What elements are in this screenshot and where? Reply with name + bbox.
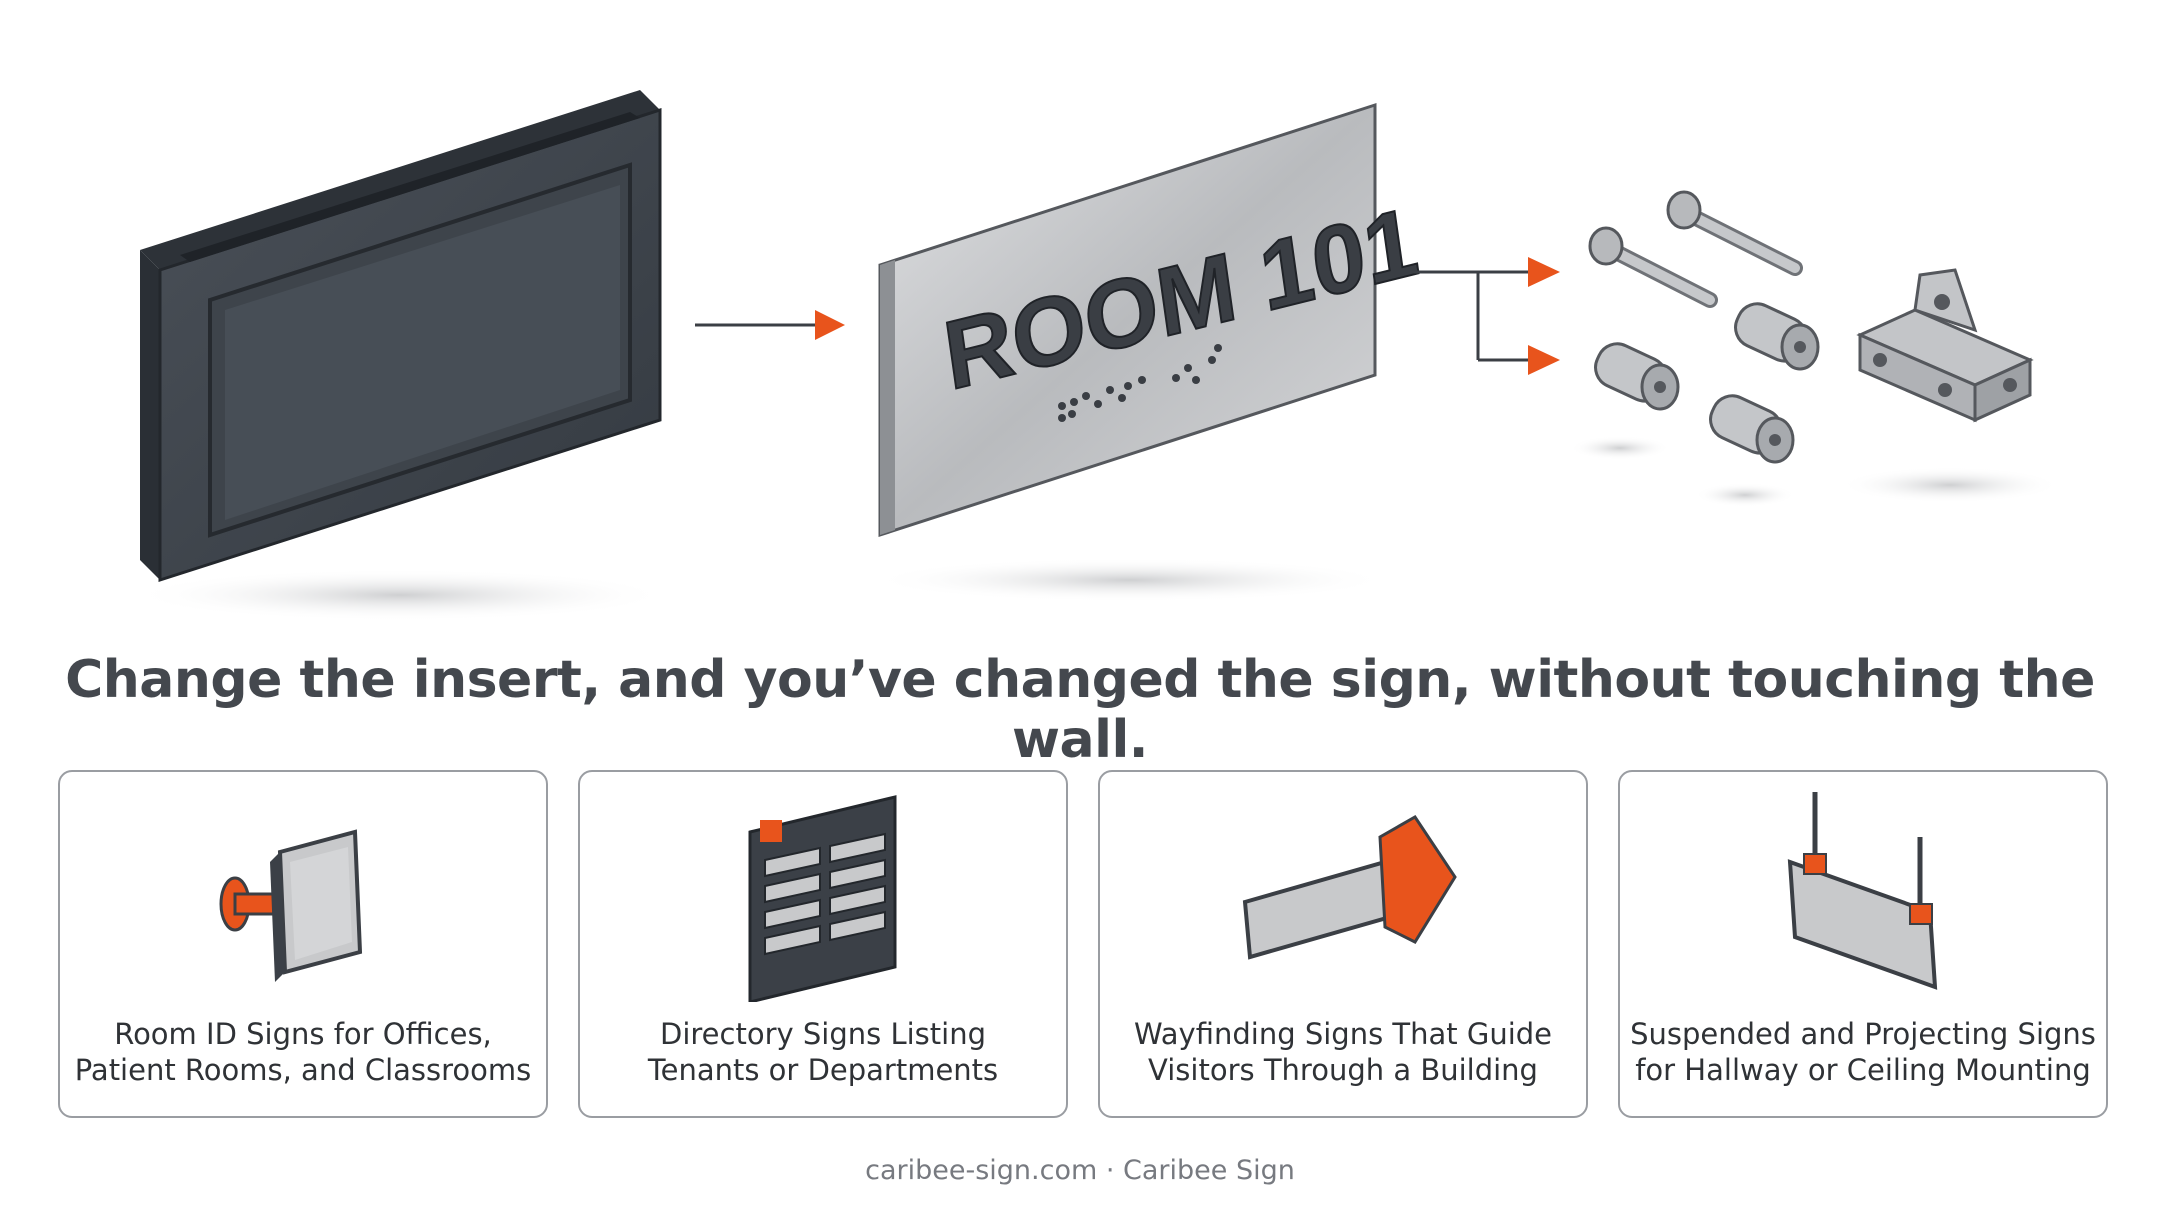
- caption-line-2: for Hallway or Ceiling Mounting: [1635, 1053, 2091, 1087]
- mounting-bracket: [1840, 268, 2060, 503]
- caption-line-1: Suspended and Projecting Signs: [1630, 1017, 2096, 1051]
- standoff-spacers: [1570, 302, 1820, 507]
- arrow-sign-icon: [1242, 815, 1457, 960]
- sign-frame-holder: [130, 90, 670, 621]
- card-suspended-signs: Suspended and Projecting Signs for Hallw…: [1618, 770, 2108, 1118]
- caption-line-1: Room ID Signs for Offices,: [114, 1017, 492, 1051]
- footer-credit: caribee-sign.com · Caribee Sign: [865, 1155, 1295, 1186]
- caption-line-2: Patient Rooms, and Classrooms: [74, 1053, 532, 1087]
- card-caption: Directory Signs Listing Tenants or Depar…: [580, 1016, 1066, 1088]
- mounting-screws: [1588, 190, 1803, 308]
- use-case-cards: Room ID Signs for Offices, Patient Rooms…: [58, 770, 2108, 1120]
- card-caption: Wayfinding Signs That Guide Visitors Thr…: [1100, 1016, 1586, 1088]
- arrow-insert-to-hardware: [1410, 257, 1560, 375]
- arrow-frame-to-insert: [695, 310, 845, 340]
- caption-line-2: Visitors Through a Building: [1148, 1053, 1538, 1087]
- headline: Change the insert, and you’ve changed th…: [65, 650, 2095, 770]
- hanging-sign-icon: [1787, 792, 1938, 990]
- exploded-view-illustration: ROOM 101: [130, 90, 2060, 621]
- card-directory-signs: Directory Signs Listing Tenants or Depar…: [578, 770, 1068, 1118]
- directory-board-icon: [748, 795, 897, 1002]
- card-room-id-signs: Room ID Signs for Offices, Patient Rooms…: [58, 770, 548, 1118]
- braille-dots: [1058, 344, 1222, 422]
- caption-line-2: Tenants or Departments: [647, 1053, 999, 1087]
- wall-mount-sign-icon: [219, 829, 363, 982]
- caption-line-1: Wayfinding Signs That Guide: [1133, 1017, 1553, 1051]
- card-wayfinding-signs: Wayfinding Signs That Guide Visitors Thr…: [1098, 770, 1588, 1118]
- card-caption: Suspended and Projecting Signs for Hallw…: [1620, 1016, 2106, 1088]
- card-caption: Room ID Signs for Offices, Patient Rooms…: [60, 1016, 546, 1088]
- sign-insert-plate: ROOM 101: [870, 102, 1425, 602]
- caption-line-1: Directory Signs Listing: [660, 1017, 986, 1051]
